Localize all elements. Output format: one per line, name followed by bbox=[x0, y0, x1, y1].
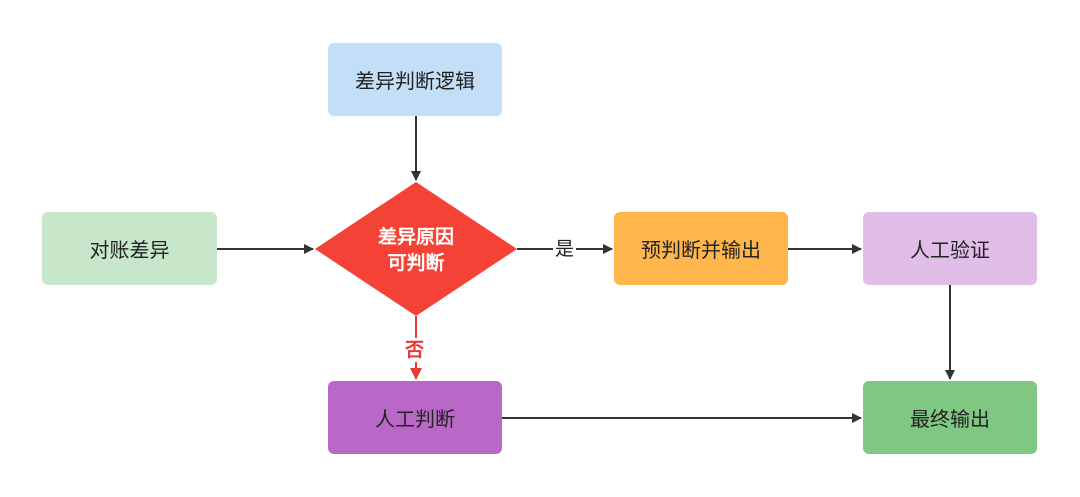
node-final-output-label: 最终输出 bbox=[910, 407, 990, 431]
decision-label-line1: 差异原因 bbox=[377, 226, 454, 248]
node-manual-verification: 人工验证 bbox=[863, 212, 1037, 285]
node-manual-verification-label: 人工验证 bbox=[910, 238, 990, 262]
node-prejudge-output-label: 预判断并输出 bbox=[641, 238, 761, 262]
decision-label: 差异原因 可判断 bbox=[330, 224, 502, 276]
edge-label-yes: 是 bbox=[553, 238, 577, 260]
node-final-output: 最终输出 bbox=[863, 381, 1037, 454]
node-difference-logic: 差异判断逻辑 bbox=[328, 43, 502, 116]
decision-label-line2: 可判断 bbox=[387, 252, 445, 274]
node-reconciliation-difference-label: 对账差异 bbox=[89, 238, 170, 262]
edge-label-no: 否 bbox=[404, 338, 426, 362]
node-difference-logic-label: 差异判断逻辑 bbox=[355, 69, 475, 93]
node-prejudge-output: 预判断并输出 bbox=[614, 212, 788, 285]
decision-diamond bbox=[315, 182, 517, 316]
node-reconciliation-difference: 对账差异 bbox=[42, 212, 217, 285]
node-manual-judgment-label: 人工判断 bbox=[375, 407, 455, 431]
node-manual-judgment: 人工判断 bbox=[328, 381, 502, 454]
